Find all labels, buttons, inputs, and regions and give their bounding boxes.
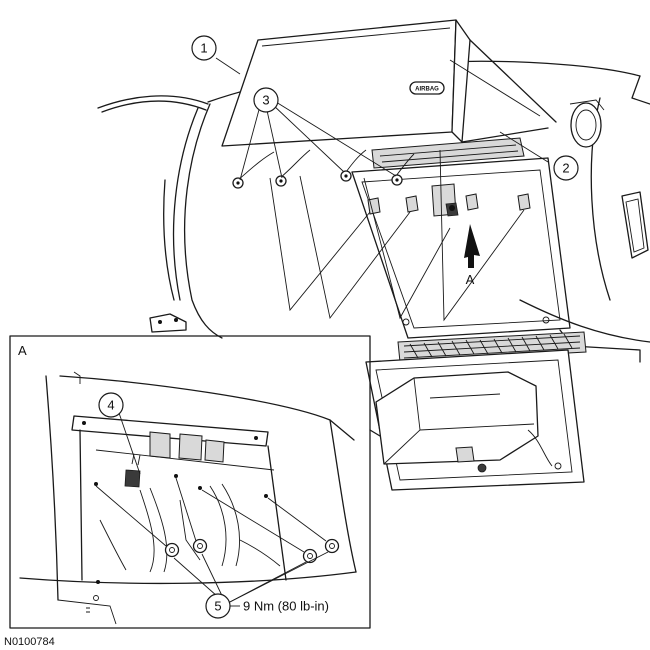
callout-1: 1 bbox=[191, 35, 217, 61]
svg-text:2: 2 bbox=[562, 161, 569, 176]
svg-text:5: 5 bbox=[214, 599, 221, 614]
nut bbox=[340, 170, 352, 182]
callout-2: 2 bbox=[553, 155, 579, 181]
nut bbox=[324, 538, 340, 554]
nut bbox=[302, 548, 318, 564]
svg-text:3: 3 bbox=[262, 93, 269, 108]
callout-3: 3 bbox=[253, 87, 279, 113]
nut bbox=[232, 177, 244, 189]
view-arrow-label: A bbox=[466, 272, 475, 287]
glovebox-nuts bbox=[164, 538, 340, 564]
callout-5: 5 bbox=[205, 593, 231, 619]
airbag-module: AIRBAG bbox=[221, 19, 557, 181]
alignment-lines bbox=[269, 149, 525, 322]
callout-4: 4 bbox=[98, 392, 124, 418]
nut bbox=[391, 174, 403, 186]
glovebox-opening bbox=[351, 137, 571, 339]
airbag-logo-text: AIRBAG bbox=[415, 87, 439, 93]
detail-a: A bbox=[9, 335, 371, 629]
callout-leaders bbox=[117, 57, 549, 605]
figure-id: N0100784 bbox=[4, 636, 55, 648]
svg-text:1: 1 bbox=[200, 41, 207, 56]
svg-text:4: 4 bbox=[107, 398, 114, 413]
glovebox-door bbox=[365, 331, 587, 491]
airbag-nuts bbox=[232, 170, 403, 189]
torque-spec: 9 Nm (80 lb-in) bbox=[243, 599, 329, 614]
nut bbox=[275, 175, 287, 187]
nut bbox=[192, 538, 208, 554]
detail-label: A bbox=[18, 343, 27, 358]
view-arrow-a: A bbox=[464, 224, 480, 287]
nut bbox=[164, 542, 180, 558]
